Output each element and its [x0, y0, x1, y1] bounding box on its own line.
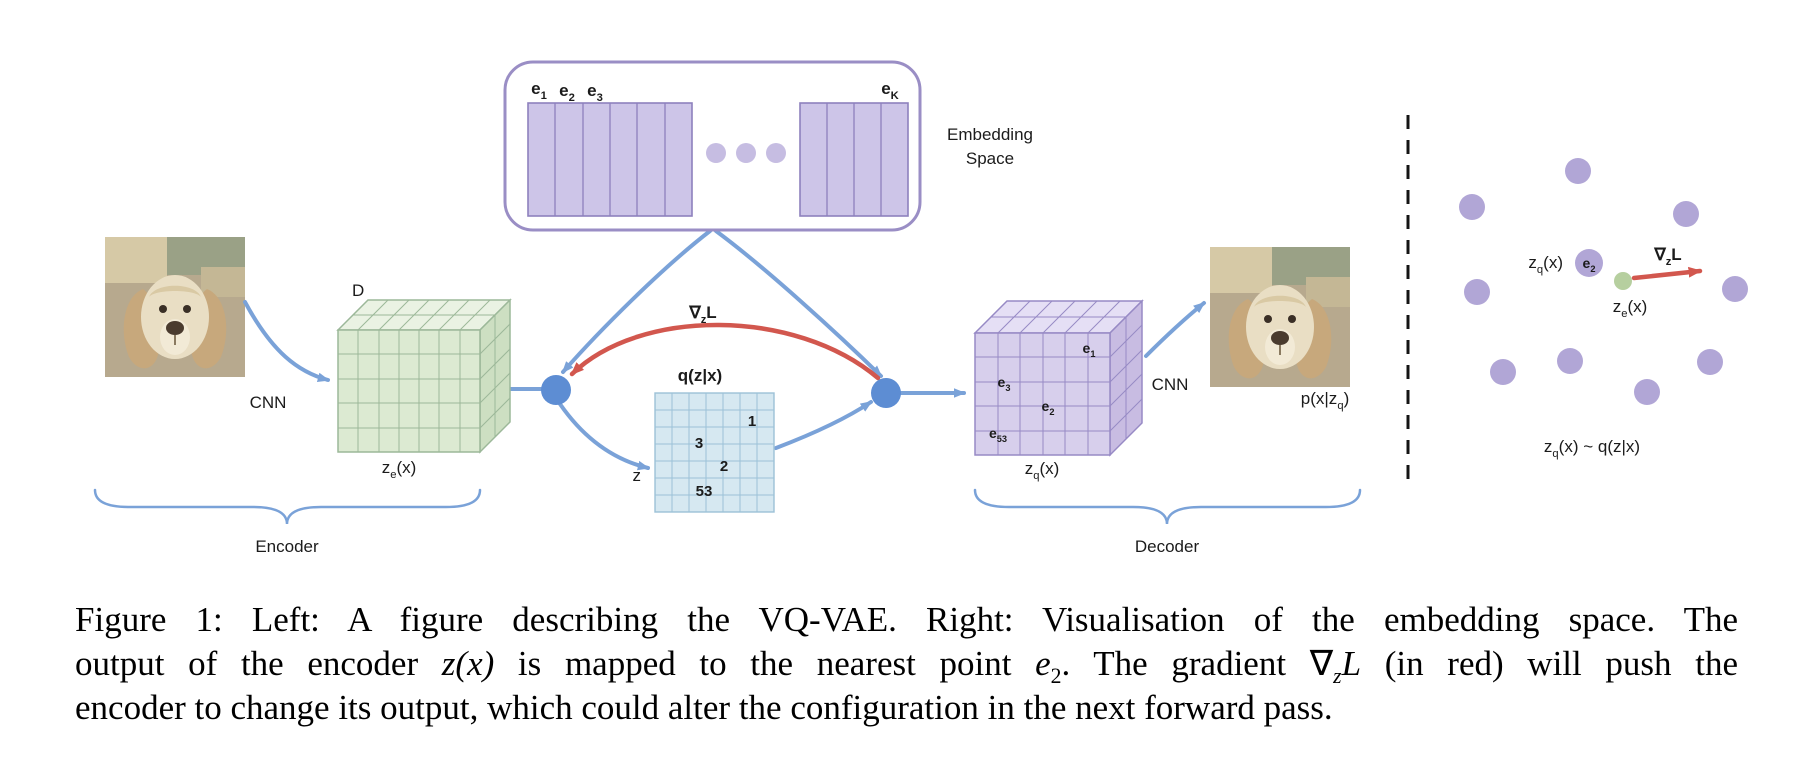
viz-gradient-label: ∇zL: [1653, 245, 1681, 268]
grid-cell-3: 3: [695, 435, 703, 452]
embedding-space-box: e1 e2 e3 eK: [503, 60, 922, 232]
ze-label: ze(x): [382, 458, 417, 481]
pxzq-label: p(x|zq): [1301, 389, 1349, 412]
embedding-bars-left: [527, 102, 693, 217]
viz-ze-label: ze(x): [1613, 297, 1648, 320]
arrow-node-to-grid: [558, 402, 650, 471]
grid-cell-2: 2: [720, 458, 728, 475]
arrow-embedding-to-right-node: [714, 229, 883, 378]
gradient-arrow: [569, 322, 881, 381]
cnn-left-label: CNN: [250, 393, 287, 412]
input-dog-image: [104, 236, 246, 378]
encoder-feature-volume: [336, 298, 512, 454]
embedding-space-title-line1: Embedding: [947, 125, 1033, 144]
embedding-bars-right: [799, 102, 909, 217]
gradient-label: ∇zL: [688, 303, 716, 326]
purple-cube-grid-lines: [975, 300, 1143, 455]
qzx-grid-lines: [655, 393, 774, 512]
vqvae-diagram: e1 e2 e3 eK Embedding Space 1 3 2 53 q(z…: [93, 60, 1748, 556]
arrow-image-to-encoder: [243, 300, 330, 383]
cnn-right-label: CNN: [1152, 375, 1189, 394]
decoder-feature-volume: e1 e3 e2 e53: [973, 299, 1144, 457]
qzx-label: q(z|x): [678, 366, 722, 385]
grid-cell-1: 1: [748, 413, 756, 430]
dimension-label: D: [352, 281, 364, 300]
flow-arrows: [243, 229, 966, 471]
arrow-decoder-to-image: [1144, 301, 1206, 358]
encoder-label: Encoder: [255, 537, 319, 556]
cube-e53-label: e53: [989, 425, 1007, 444]
caption-line-1: Figure 1: Left: A figure describing the …: [75, 600, 1738, 639]
qzx-grid: 1 3 2 53: [654, 392, 775, 513]
cube-e1-label: e1: [1083, 340, 1096, 359]
caption-line-3: encoder to change its output, which coul…: [75, 688, 1333, 727]
math-zx: z(x): [441, 644, 495, 683]
embedding-ellipsis-dots: [706, 143, 786, 163]
encoder-brace: [93, 488, 482, 525]
right-quantize-node: [871, 378, 901, 408]
math-nabla: ∇: [1309, 644, 1334, 683]
embedding-dots: [1459, 158, 1748, 405]
math-e2: e: [1035, 644, 1051, 683]
decoder-label: Decoder: [1135, 537, 1200, 556]
vqvae-figure: e1 e2 e3 eK Embedding Space 1 3 2 53 q(z…: [75, 60, 1748, 730]
viz-e2-label: e2: [1583, 255, 1596, 274]
embedding-e3-label: e3: [587, 81, 603, 104]
arrow-embedding-to-left-node: [561, 229, 712, 374]
embedding-space-visualisation: zq(x) e2 ∇zL ze(x) zq(x) ~ q(z|x): [1459, 158, 1748, 460]
zq-label: zq(x): [1025, 459, 1060, 482]
viz-gradient-arrow: [1631, 266, 1703, 281]
output-dog-image: [1209, 246, 1351, 388]
embedding-space-title-line2: Space: [966, 149, 1014, 168]
viz-distribution-label: zq(x) ~ q(z|x): [1544, 437, 1640, 460]
caption-line-2: output of the encoder z(x) is mapped to …: [75, 644, 1738, 688]
decoder-brace: [973, 488, 1362, 525]
embedding-eK-label: eK: [881, 79, 899, 102]
nearest-embedding-dot: [1575, 249, 1603, 277]
grid-cell-53: 53: [696, 483, 713, 500]
embedding-e2-label: e2: [559, 81, 575, 104]
left-quantize-node: [541, 375, 571, 405]
viz-zq-label: zq(x): [1528, 253, 1563, 276]
cube-e2-label: e2: [1042, 398, 1055, 417]
green-cube-grid-lines: [338, 299, 511, 452]
z-label: z: [633, 466, 642, 485]
encoder-output-dot: [1614, 272, 1632, 290]
arrow-grid-to-node: [774, 400, 873, 450]
figure-caption: Figure 1: Left: A figure describing the …: [75, 598, 1738, 730]
math-L: L: [1341, 644, 1362, 683]
embedding-e1-label: e1: [531, 79, 547, 102]
cube-e3-label: e3: [998, 374, 1011, 393]
